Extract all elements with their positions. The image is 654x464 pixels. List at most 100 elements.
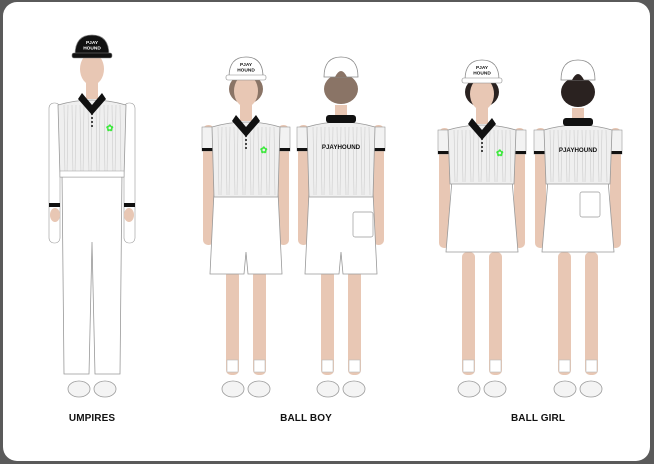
- shirt-stripe: [63, 104, 66, 176]
- shirt-stripe: [244, 126, 247, 196]
- shoe-right: [93, 380, 117, 398]
- pants: [61, 171, 123, 375]
- sleeve-stripe-left: [534, 151, 547, 154]
- leg-left: [462, 252, 475, 375]
- cap-crown: [74, 34, 110, 56]
- shirt-stripe: [581, 129, 584, 183]
- shirt-stripe: [320, 126, 323, 196]
- face: [470, 78, 494, 110]
- shirt-stripe: [103, 104, 106, 176]
- sleeve-stripe-right: [609, 151, 622, 154]
- green-logo-icon: ✿: [260, 145, 268, 155]
- shirt-stripe: [600, 129, 603, 183]
- cap: [323, 56, 359, 78]
- shirt-stripe: [339, 126, 342, 196]
- hair: [561, 77, 595, 107]
- arm-right: [373, 125, 384, 245]
- arm-left: [535, 128, 546, 248]
- figure-umpire-front: ✿PJAYHOUND: [48, 34, 136, 398]
- shirt-stripe: [485, 129, 488, 183]
- shirt-stripe: [98, 104, 101, 176]
- shoe-left: [67, 380, 91, 398]
- shirt-stripe: [360, 126, 363, 196]
- shirt-stripe: [323, 126, 326, 196]
- shirt-stripe: [114, 104, 117, 176]
- face: [234, 75, 258, 107]
- shirt-stripe: [106, 104, 109, 176]
- shirt-stripe: [241, 126, 244, 196]
- shirt-stripe: [249, 126, 252, 196]
- shirt-stripe: [477, 129, 480, 183]
- back-pocket: [352, 211, 374, 238]
- shirt-stripe: [469, 129, 472, 183]
- group-label-umpires: UMPIRES: [68, 413, 116, 424]
- shirt-stripe: [461, 129, 464, 183]
- shirt-stripe: [220, 126, 223, 196]
- shirt-stripe: [217, 126, 220, 196]
- shirt-stripe: [565, 129, 568, 183]
- shirt-stripe: [79, 104, 82, 176]
- sock-left: [226, 359, 239, 373]
- shirt-stripe: [336, 126, 339, 196]
- cuff-left: [49, 203, 60, 207]
- sock-left: [321, 359, 334, 373]
- neck: [476, 108, 488, 124]
- cap-logo-text: HOUND: [473, 71, 491, 77]
- hair: [324, 74, 358, 104]
- hand-left: [50, 208, 60, 222]
- shoe-right: [342, 380, 366, 398]
- leg-right: [489, 252, 502, 375]
- shirt-stripe: [71, 104, 74, 176]
- leg-right: [348, 270, 361, 375]
- cap-logo-text: PJAY: [86, 40, 99, 46]
- neck: [86, 83, 98, 99]
- shirt-stripe: [453, 129, 456, 183]
- shirt-stripe: [119, 104, 122, 176]
- collar: [563, 118, 593, 126]
- cap: PJAYHOUND: [225, 56, 267, 81]
- cap-crown: [464, 59, 500, 81]
- collar: [232, 115, 260, 137]
- leg-left: [321, 270, 334, 375]
- cap-crown: [323, 56, 359, 78]
- hand-right: [124, 208, 134, 222]
- waistband: [59, 170, 125, 178]
- back-brand-print: PJAYHOUND: [559, 147, 598, 154]
- sleeve-stripe-left: [297, 148, 310, 151]
- shirt-stripe: [331, 126, 334, 196]
- shirt-stripe: [363, 126, 366, 196]
- shirt-stripe: [111, 104, 114, 176]
- shirt-stripe: [95, 104, 98, 176]
- sleeve-stripe-right: [513, 151, 526, 154]
- shirt-stripe: [233, 126, 236, 196]
- shirt-stripe: [315, 126, 318, 196]
- cap-logo-text: PJAY: [240, 62, 253, 68]
- cap-logo-text: HOUND: [237, 68, 255, 74]
- back-brand-print: PJAYHOUND: [322, 144, 361, 151]
- cap-brim: [225, 74, 267, 81]
- sleeve-stripe-right: [277, 148, 290, 151]
- shirt-stripe: [90, 104, 93, 176]
- shorts: [304, 191, 378, 275]
- shirt-stripe: [352, 126, 355, 196]
- shirt-stripe: [355, 126, 358, 196]
- shirt-stripe: [225, 126, 228, 196]
- shoe-right: [247, 380, 271, 398]
- shirt-stripe: [260, 126, 263, 196]
- sock-right: [348, 359, 361, 373]
- sock-right: [489, 359, 502, 373]
- sleeve-stripe-left: [438, 151, 451, 154]
- shirt-stripe: [557, 129, 560, 183]
- neck: [240, 105, 252, 121]
- cap-logo-text: PJAY: [476, 65, 489, 71]
- cap: PJAYHOUND: [71, 34, 113, 59]
- cap-crown: [560, 59, 596, 81]
- cap-brim: [71, 52, 113, 59]
- cap-back-opening: [572, 74, 584, 80]
- shirt-stripe: [74, 104, 77, 176]
- cap-back-opening: [335, 71, 347, 77]
- shirt-stripe: [493, 129, 496, 183]
- group-label-ball-boy: BALL BOY: [280, 413, 332, 424]
- shirt-stripe: [605, 129, 608, 183]
